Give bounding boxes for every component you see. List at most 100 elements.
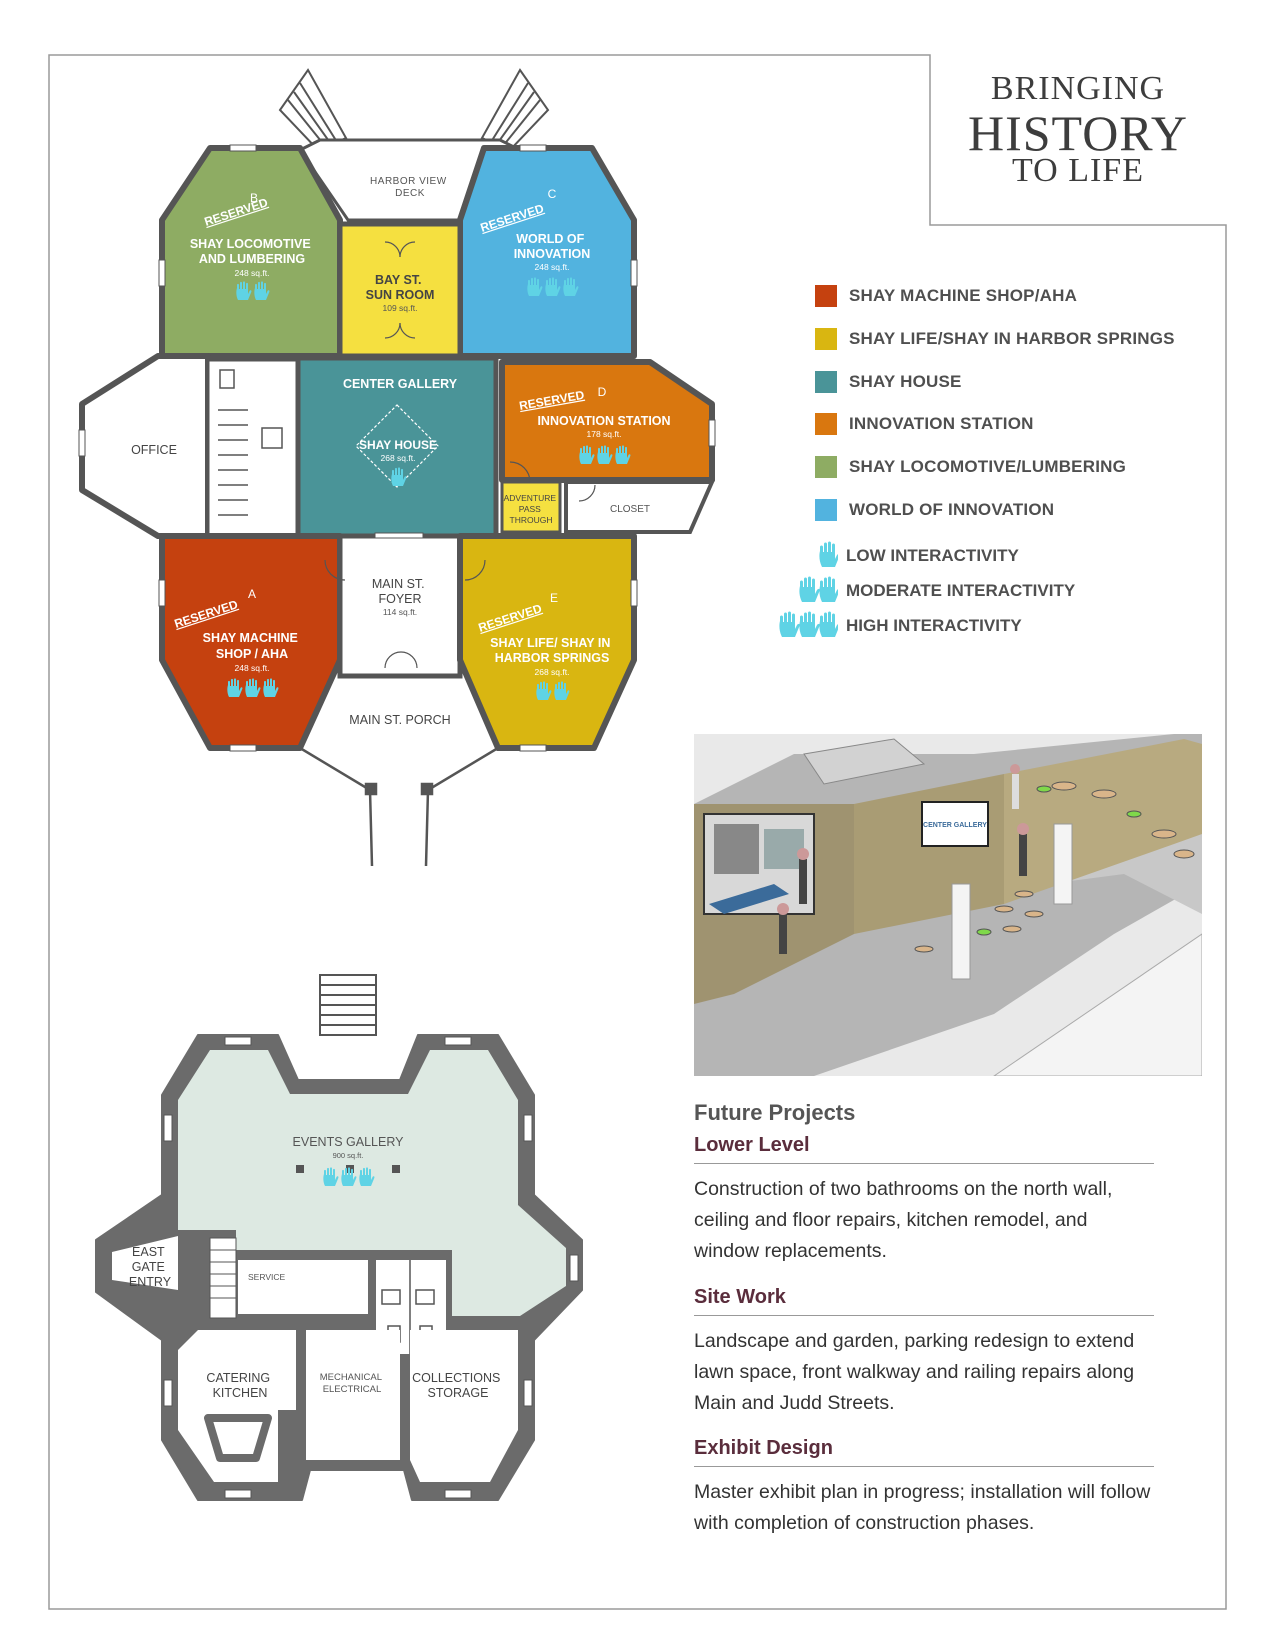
shay-house-label: SHAY HOUSE [359,438,437,452]
east-gate-entry [112,1236,178,1290]
office-room [79,353,211,539]
legend-item: WORLD OF INNOVATION [815,497,1054,523]
adventure-line-1: ADVENTURE [504,493,557,503]
legend-item: SHAY LOCOMOTIVE/LUMBERING [815,454,1126,480]
legend-label: WORLD OF INNOVATION [849,500,1055,519]
interactivity-label: LOW INTERACTIVITY [846,546,1019,565]
svg-text:SHAY LIFE/ SHAY IN HARBOR: SHAY LIFE/ SHAY IN HARBOR SPRINGS [490,636,614,665]
hand-icon [779,611,800,637]
future-project-body: Landscape and garden, parking redesign t… [694,1330,1135,1414]
east-gate-line-3: ENTRY [129,1275,172,1289]
svg-text:MAIN ST. FOYER: MAIN ST. FOYER [372,577,428,606]
porch-label: MAIN ST. PORCH [349,713,450,727]
center-gallery-label: CENTER GALLERY [343,377,458,391]
future-project-title: Site Work [694,1286,1154,1316]
svg-text:MECHANICAL ELECTRICAL: MECHANICAL ELECTRICAL [320,1372,385,1395]
interactivity-label: HIGH INTERACTIVITY [846,616,1022,635]
main-st-porch [299,746,499,867]
legend-swatch [815,328,837,350]
room-d-letter: D [598,385,607,399]
service-room [238,1260,368,1314]
legend-swatch [815,413,837,435]
east-gate-line-1: EAST [132,1245,165,1259]
room-b-name-line-2: AND LUMBERING [199,252,305,266]
title-line-3: TO LIFE [1012,152,1144,189]
mechanical-line-1: MECHANICAL [320,1372,382,1383]
room-e-letter: E [550,591,558,605]
closet-room [564,480,716,534]
collections-line-2: STORAGE [428,1386,489,1400]
foyer-area: 114 sq.ft. [383,607,417,617]
lower-stairs [319,974,377,1036]
room-e-name-line-1: SHAY LIFE/ SHAY IN [490,636,610,650]
mechanical-line-2: ELECTRICAL [323,1384,382,1395]
hand-icon [819,576,838,602]
svg-text:SHAY MACHINE SHOP / AHA: SHAY MACHINE SHOP / AHA [203,631,302,661]
future-project-body: Construction of two bathrooms on the nor… [694,1178,1113,1262]
main-st-foyer [337,533,463,679]
svg-text:ADVENTURE PASS THROUGH: ADVENTURE PASS THROUGH [504,493,559,525]
legend-swatch [815,456,837,478]
collections-line-1: COLLECTIONS [412,1371,500,1385]
room-a-letter: A [248,587,256,601]
catering-kitchen [178,1330,296,1482]
room-a-name-line-2: SHOP / AHA [216,647,288,661]
deck-label-line-1: HARBOR VIEW [370,176,447,187]
foyer-line-1: MAIN ST. [372,577,425,591]
svg-text:CATERING KITCHEN: CATERING KITCHEN [206,1371,273,1400]
svg-text:COLLECTIONS STORAGE: COLLECTIONS STORAGE [412,1371,504,1400]
mechanical-electrical [306,1330,400,1460]
legend-swatch [815,499,837,521]
interactivity-label: MODERATE INTERACTIVITY [846,581,1076,600]
title-line-2: HISTORY [967,105,1188,161]
lower-inner-stair [209,1237,237,1319]
bay-st-line-1: BAY ST. [375,273,422,287]
hand-icon-group [779,611,838,637]
east-gate-line-2: GATE [132,1260,165,1274]
room-c-name-line-2: INNOVATION [514,247,591,261]
legend-label: SHAY LIFE/SHAY IN HARBOR SPRINGS [849,329,1175,348]
legend-swatch [815,371,837,393]
foyer-line-2: FOYER [378,592,421,606]
room-b-letter: B [250,191,258,205]
adventure-line-2: PASS [519,504,541,514]
svg-text:WORLD OF INNOVATION: WORLD OF INNOVATION [514,232,591,261]
svg-text:EAST GATE ENTRY: EAST GATE ENTRY [129,1245,172,1289]
room-a-name-line-1: SHAY MACHINE [203,631,298,645]
center-area: 268 sq.ft. [381,453,416,463]
room-c-letter: C [548,187,557,201]
upper-stairs-left [278,68,348,152]
events-gallery-area: 900 sq.ft. [333,1151,364,1160]
legend-label: SHAY MACHINE SHOP/AHA [849,286,1078,305]
rendering-sign: CENTER GALLERY [923,822,987,829]
legend-swatch [815,285,837,307]
legend-item: SHAY MACHINE SHOP/AHA [815,283,1077,309]
shay-house-diamond [355,404,439,488]
hand-icon-group [819,541,838,567]
catering-line-1: CATERING [206,1371,270,1385]
room-c-area: 248 sq.ft. [535,262,570,272]
room-e-area: 268 sq.ft. [535,667,570,677]
bay-st-line-2: SUN ROOM [366,288,435,302]
future-project-title: Exhibit Design [694,1437,1154,1467]
title-line-1: BRINGING [990,70,1166,107]
events-gallery-label: EVENTS GALLERY [293,1135,405,1149]
catering-line-2: KITCHEN [213,1386,268,1400]
room-d-name: INNOVATION STATION [537,414,670,428]
room-b-area: 248 sq.ft. [235,268,270,278]
office-label: OFFICE [131,443,177,457]
legend-label: INNOVATION STATION [849,414,1034,433]
adventure-line-3: THROUGH [510,515,553,525]
room-d-area: 178 sq.ft. [587,429,622,439]
bay-st-area: 109 sq.ft. [383,303,418,313]
hand-icon [799,611,820,637]
future-projects-heading: Future Projects [694,1100,856,1125]
future-project-body: Master exhibit plan in progress; install… [694,1481,1151,1534]
hand-icon [819,541,838,567]
collections-storage [410,1330,518,1482]
hand-icon [799,576,820,602]
legend-item: SHAY LIFE/SHAY IN HARBOR SPRINGS [815,326,1175,352]
legend-item: INNOVATION STATION [815,411,1034,437]
